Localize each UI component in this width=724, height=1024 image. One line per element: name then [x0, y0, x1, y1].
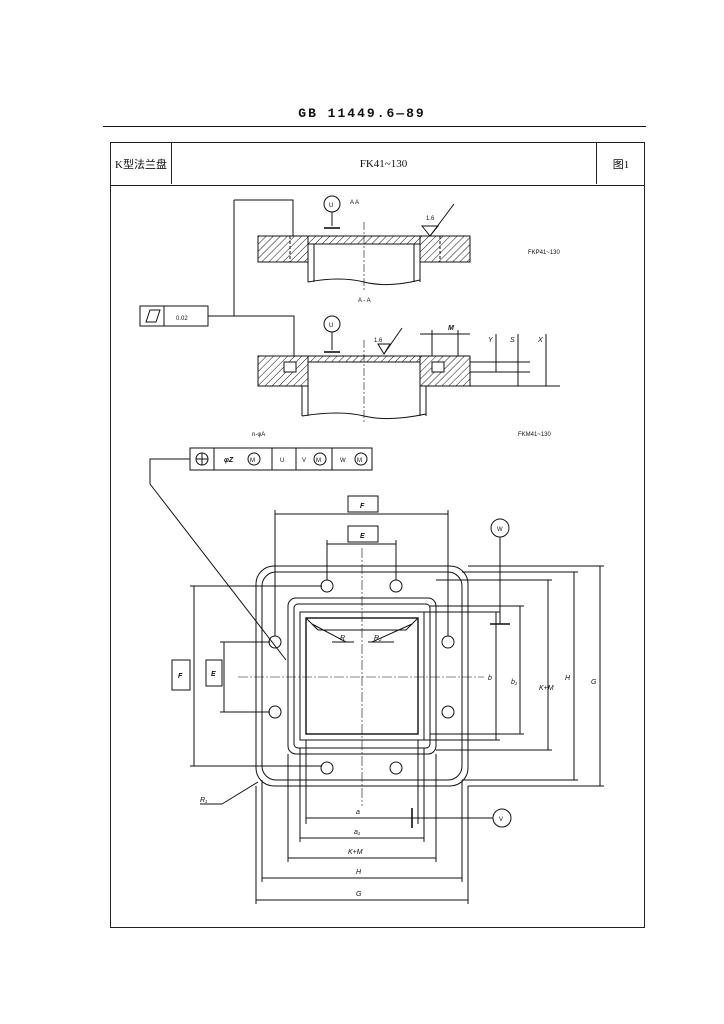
variant-fkm: FKM41~130 [518, 432, 552, 438]
flatness-frame [139, 305, 295, 356]
label-a1: a₁ [354, 829, 361, 836]
label-e-left: E [211, 671, 216, 678]
label-b1: b₁ [511, 679, 518, 686]
label-r1: R₁ [200, 797, 208, 804]
part-name: K型法兰盘 [111, 143, 172, 184]
roughness-value-2: 1.6 [374, 338, 383, 344]
pos-cell-1: φZ [224, 457, 234, 464]
label-g-bottom: G [356, 891, 362, 898]
model-range: FK41~130 [359, 157, 408, 170]
header-rule [103, 126, 646, 127]
pos-cell-7: M [357, 458, 362, 464]
roughness-value: 1.6 [426, 216, 435, 222]
plan-view [171, 495, 604, 904]
datum-u-label: U [329, 203, 333, 209]
section-fkm [257, 315, 560, 424]
pos-cell-6: W [340, 458, 346, 464]
datum-w-label: W [497, 527, 503, 533]
flatness-value: 0.02 [176, 316, 188, 322]
title-block: K型法兰盘 FK41~130 图1 [111, 143, 644, 186]
section-a-a [233, 195, 471, 316]
label-f-left: F [178, 673, 183, 680]
label-g-right: G [591, 679, 597, 686]
datum-v-label: V [499, 817, 503, 823]
pos-cell-3: U [280, 458, 284, 464]
dim-m: M [448, 325, 454, 332]
dim-y: Y [488, 337, 494, 344]
datum-u-label-2: U [329, 323, 333, 329]
label-b: b [488, 675, 492, 682]
standard-number: GB 11449.6—89 [298, 106, 426, 121]
label-r2: R₂ [374, 635, 382, 642]
section-caption: A - A [358, 298, 371, 304]
label-r: R [340, 635, 345, 642]
figure-number: 图1 [596, 143, 645, 184]
position-frame [149, 447, 373, 661]
pos-cell-2: M [250, 458, 255, 464]
label-f-top: F [360, 503, 365, 510]
pos-cell-5: M [316, 458, 321, 464]
variant-fkp: FKP41~130 [528, 250, 561, 256]
drawing-frame: K型法兰盘 FK41~130 图1 [110, 142, 645, 928]
dim-x: X [537, 337, 543, 344]
count-note: n-φA [252, 432, 265, 438]
label-a: a [356, 809, 360, 816]
label-km-right: K+M [539, 685, 554, 692]
label-h-right: H [565, 675, 571, 682]
pos-cell-4: V [302, 458, 306, 464]
label-km-bottom: K+M [348, 849, 363, 856]
section-title: A A [350, 200, 359, 206]
label-e-top: E [360, 533, 365, 540]
label-h-bottom: H [356, 869, 362, 876]
dim-s: S [510, 337, 515, 344]
